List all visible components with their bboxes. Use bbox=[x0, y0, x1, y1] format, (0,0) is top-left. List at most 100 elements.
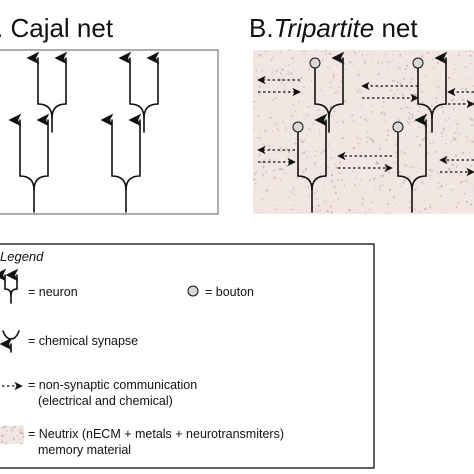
neutrix-speckle bbox=[421, 115, 424, 117]
neutrix-speckle bbox=[259, 187, 261, 189]
neutrix-speckle bbox=[321, 58, 324, 61]
neutrix-speckle bbox=[462, 151, 465, 155]
neutrix-speckle bbox=[259, 140, 261, 142]
neutrix-speckle bbox=[337, 197, 340, 200]
neutrix-speckle bbox=[288, 49, 291, 51]
neutrix-speckle bbox=[271, 76, 273, 79]
neutrix-speckle bbox=[400, 95, 403, 97]
neutrix-speckle bbox=[353, 201, 355, 203]
neutrix-speckle bbox=[455, 206, 458, 209]
neutrix-speckle bbox=[343, 112, 345, 114]
neutrix-speckle bbox=[359, 50, 361, 53]
neutrix-speckle bbox=[429, 142, 432, 145]
neutrix-speckle bbox=[436, 79, 438, 81]
neutrix-speckle bbox=[423, 137, 426, 140]
bouton-icon bbox=[412, 57, 424, 69]
neutrix-speckle bbox=[381, 157, 384, 160]
neutrix-speckle bbox=[395, 152, 397, 154]
neutrix-speckle bbox=[448, 174, 450, 175]
neutrix-speckle bbox=[300, 138, 303, 141]
neutrix-speckle bbox=[334, 192, 337, 195]
neutrix-speckle bbox=[327, 166, 329, 169]
neutrix-speckle bbox=[352, 170, 354, 172]
neutrix-speckle bbox=[289, 73, 291, 75]
neutrix-speckle bbox=[260, 80, 263, 83]
neutrix-speckle bbox=[352, 64, 354, 66]
neutrix-speckle bbox=[456, 134, 458, 136]
neutrix-speckle bbox=[291, 185, 293, 187]
neutrix-speckle bbox=[272, 113, 274, 115]
neutrix-speckle bbox=[439, 172, 442, 175]
neutrix-speckle bbox=[384, 53, 387, 56]
neutrix-speckle bbox=[422, 101, 425, 104]
neutrix-speckle bbox=[429, 206, 432, 209]
neutrix-speckle bbox=[272, 169, 275, 172]
neutrix-speckle bbox=[276, 205, 278, 206]
neutrix-speckle bbox=[306, 113, 308, 116]
neutrix-speckle bbox=[425, 75, 427, 77]
panel-b-title: B.Tripartite net bbox=[249, 13, 418, 43]
neutrix-speckle bbox=[19, 428, 22, 431]
neutrix-speckle bbox=[456, 127, 459, 129]
neutrix-speckle bbox=[403, 152, 406, 155]
neutrix-speckle bbox=[424, 200, 426, 202]
neuron-icon bbox=[392, 113, 428, 213]
neutrix-speckle bbox=[443, 162, 445, 164]
neutrix-speckle bbox=[408, 117, 411, 120]
neutrix-speckle bbox=[253, 108, 256, 110]
neutrix-speckle bbox=[440, 105, 444, 109]
neutrix-speckle bbox=[303, 170, 306, 172]
neutrix-speckle bbox=[279, 178, 282, 182]
neutrix-speckle bbox=[357, 123, 359, 125]
neutrix-speckle bbox=[344, 68, 347, 70]
neutrix-speckle bbox=[336, 121, 339, 123]
neutrix-speckle bbox=[300, 153, 302, 155]
neutrix-speckle bbox=[288, 154, 290, 157]
neutrix-speckle bbox=[290, 57, 294, 60]
neutrix-speckle bbox=[333, 185, 336, 189]
neutrix-speckle bbox=[303, 86, 305, 88]
neutrix-speckle bbox=[370, 60, 372, 63]
neutrix-speckle bbox=[271, 130, 274, 132]
neutrix-speckle bbox=[470, 118, 474, 122]
neutrix-speckle bbox=[281, 167, 284, 170]
neutrix-speckle bbox=[363, 153, 365, 155]
neutrix-speckle bbox=[454, 131, 457, 135]
neutrix-speckle bbox=[328, 201, 330, 203]
neutrix-speckle bbox=[470, 123, 473, 126]
neutrix-speckle bbox=[290, 72, 293, 75]
legend-bouton-label: = bouton bbox=[205, 285, 254, 299]
neutrix-speckle bbox=[445, 172, 447, 174]
neutrix-speckle bbox=[408, 206, 411, 209]
neutrix-speckle bbox=[435, 97, 438, 100]
neutrix-speckle bbox=[5, 424, 8, 428]
neutrix-speckle bbox=[329, 105, 332, 109]
neutrix-speckle bbox=[313, 162, 317, 165]
neutrix-speckle bbox=[270, 60, 272, 62]
neutrix-speckle bbox=[362, 197, 365, 200]
neutrix-speckle bbox=[339, 161, 341, 164]
neutrix-speckle bbox=[426, 138, 428, 140]
legend-neutrix-texture bbox=[0, 424, 25, 445]
neutrix-speckle bbox=[444, 166, 446, 168]
neutrix-speckle bbox=[279, 51, 282, 54]
panel-b-tripartite-net bbox=[252, 49, 474, 215]
neutrix-speckle bbox=[290, 133, 293, 135]
neutrix-speckle bbox=[283, 89, 286, 91]
neutrix-speckle bbox=[364, 185, 366, 187]
neutrix-speckle bbox=[360, 124, 362, 126]
neutrix-speckle bbox=[373, 125, 375, 128]
neutrix-speckle bbox=[386, 212, 389, 215]
neutrix-speckle bbox=[267, 211, 268, 213]
neutrix-speckle bbox=[429, 176, 431, 178]
neutrix-speckle bbox=[258, 93, 261, 96]
neutrix-speckle bbox=[353, 60, 356, 62]
neutrix-speckle bbox=[385, 138, 388, 141]
neutrix-speckle bbox=[395, 141, 398, 143]
neutrix-speckle bbox=[350, 51, 352, 53]
neutrix-speckle bbox=[447, 76, 451, 80]
neutrix-speckle bbox=[454, 154, 458, 157]
neutrix-speckle bbox=[253, 173, 256, 176]
neutrix-speckle bbox=[409, 81, 412, 84]
neutrix-speckle bbox=[320, 152, 323, 154]
